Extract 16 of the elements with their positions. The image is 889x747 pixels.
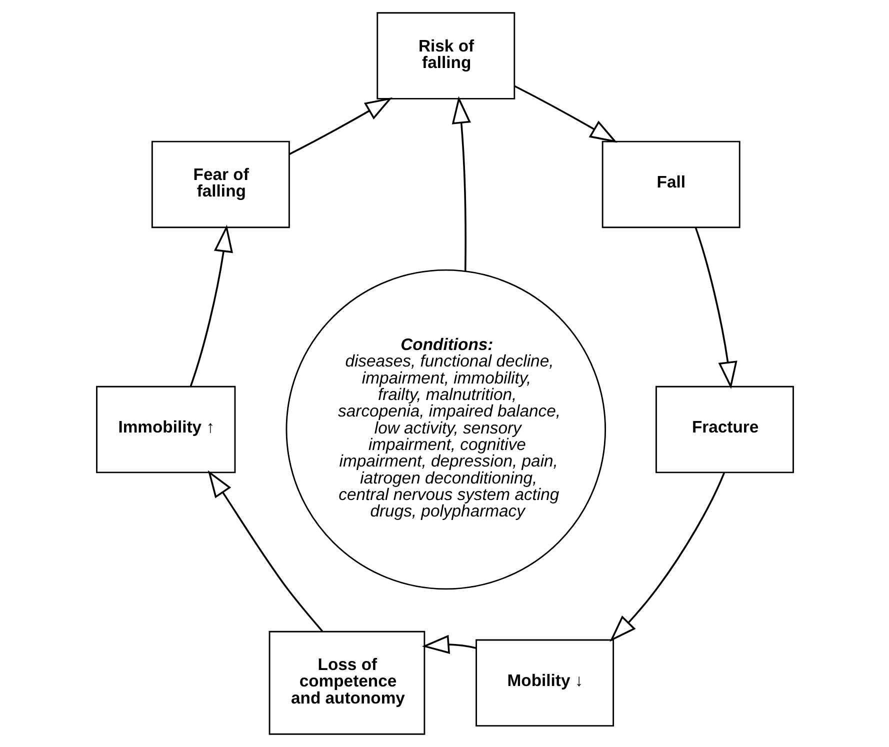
arrow [189,224,232,387]
arrow [207,470,322,632]
arrow [514,85,617,143]
node-box: Fear of falling [150,140,290,228]
node-box: Fall [601,140,740,228]
node-box: Risk of falling [376,12,515,100]
node-circle: Conditions: diseases, functional decline, impairment, immobility, frailty, malnutrition, sarcopenia, impaired balance, low activity, sensory impairment, cognitive impairment, depression, pain, iatrogen deconditioning, central nervous system acting drugs, polypharmacy [285,269,606,590]
node-box: Fracture [655,386,794,474]
arrow [451,96,470,272]
arrow [288,97,392,155]
arrow [421,634,476,654]
arrow [694,227,737,389]
node-box: Immobility ↑ [96,386,236,474]
node-box: Mobility ↓ [475,639,614,726]
arrow [609,472,725,642]
node-box: Loss of competence and autonomy [268,630,425,735]
